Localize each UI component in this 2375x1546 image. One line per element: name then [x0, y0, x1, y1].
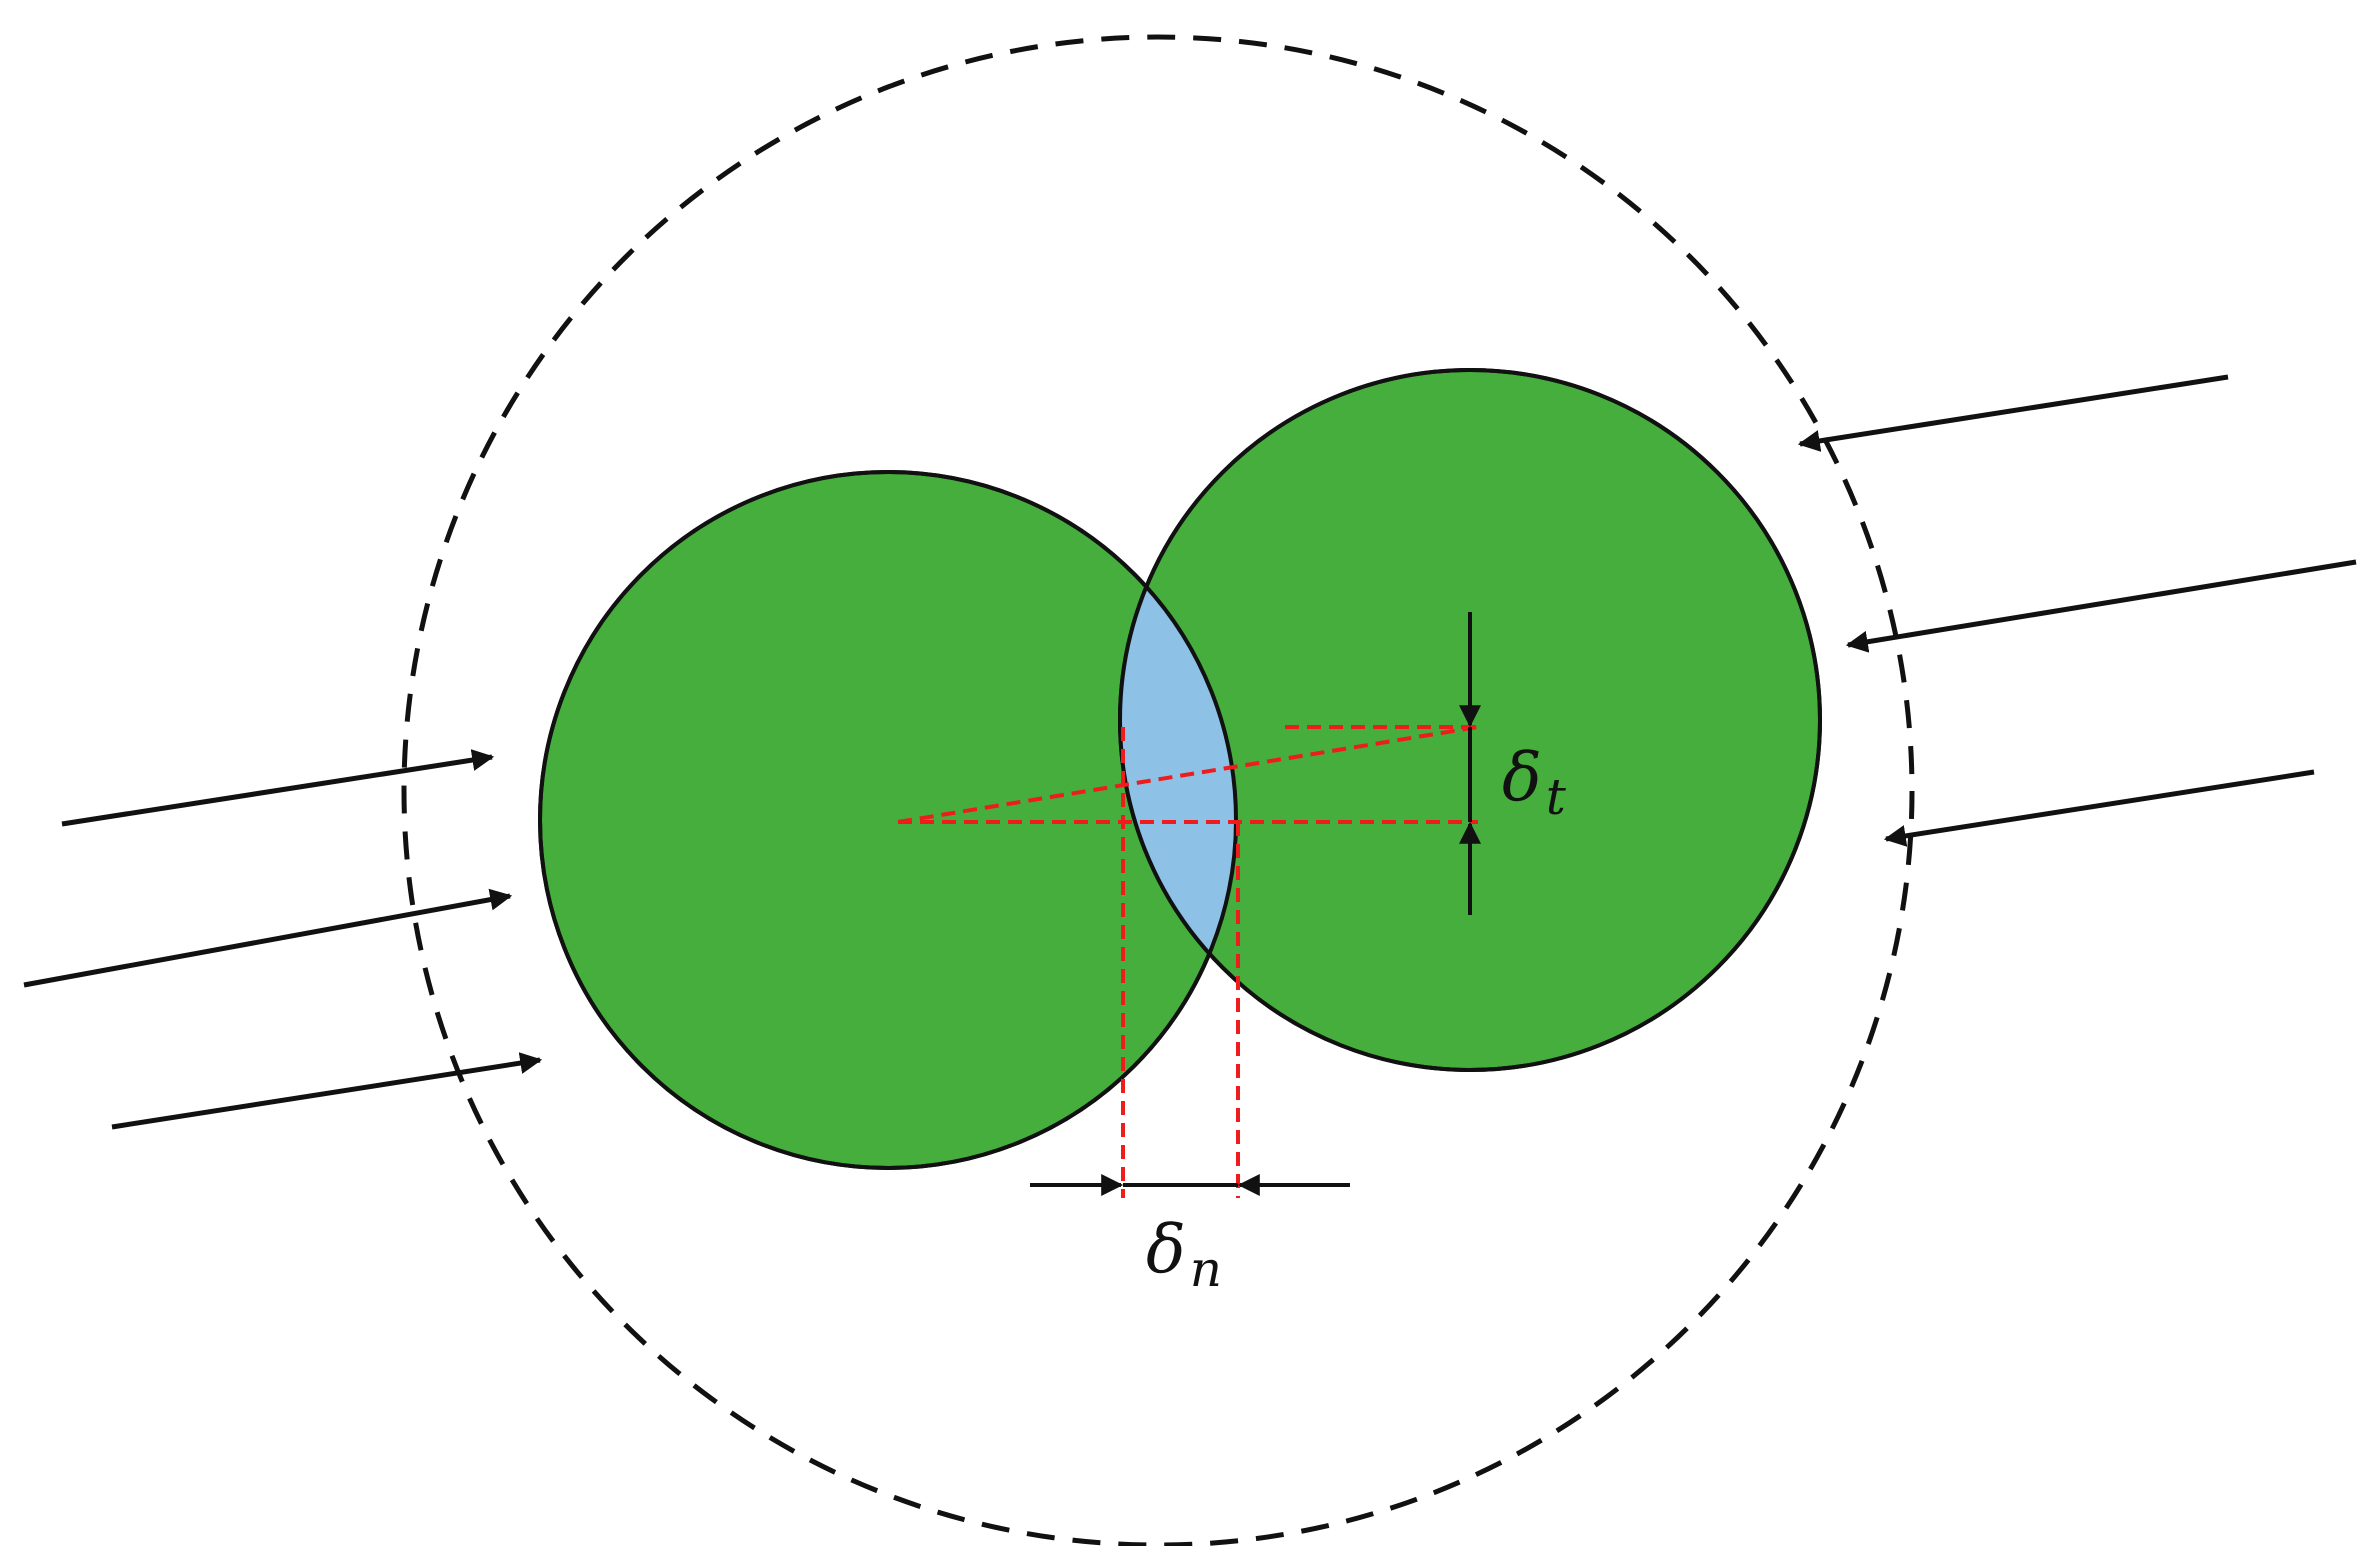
load-arrow-right-2 — [1845, 559, 2357, 653]
left-load-arrows — [23, 749, 543, 1130]
inclined-center-line — [897, 725, 1479, 824]
construction-lines — [897, 725, 1479, 1198]
load-arrow-left-3 — [111, 1052, 543, 1130]
load-arrow-left-2 — [23, 888, 513, 988]
tangential-overlap-label: δt — [1502, 739, 1567, 826]
load-arrow-right-1 — [1797, 374, 2229, 452]
boundary-dashed-circle — [401, 34, 1915, 1546]
right-load-arrows — [1797, 374, 2357, 847]
load-arrow-right-3 — [1883, 769, 2315, 847]
normal-overlap-label: δn — [1146, 1211, 1222, 1298]
right-particle-outline — [1118, 368, 1822, 1072]
load-arrow-left-1 — [61, 749, 495, 827]
